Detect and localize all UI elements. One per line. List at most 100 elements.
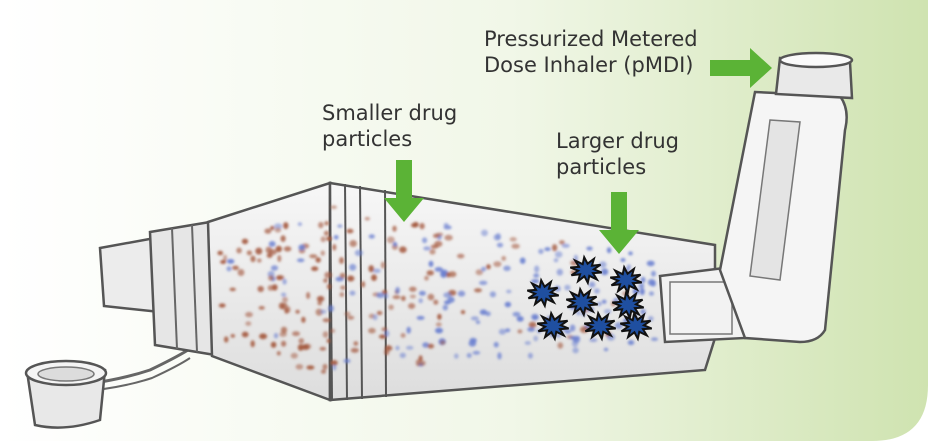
drug-particle bbox=[329, 328, 336, 333]
arrow-to-larger bbox=[599, 192, 639, 254]
drug-particle bbox=[418, 290, 426, 296]
drug-particle bbox=[606, 247, 612, 254]
drug-particle bbox=[493, 261, 502, 267]
drug-particle bbox=[311, 266, 319, 272]
drug-particle bbox=[627, 340, 635, 346]
drug-particle bbox=[298, 338, 305, 344]
smaller-label-line1: Smaller drug bbox=[322, 101, 458, 125]
drug-particle bbox=[544, 247, 551, 252]
drug-particle bbox=[418, 355, 423, 362]
drug-particle bbox=[460, 310, 466, 315]
drug-particle bbox=[444, 300, 451, 305]
drug-particle bbox=[278, 302, 285, 310]
drug-particle bbox=[245, 321, 252, 326]
drug-particle bbox=[339, 292, 345, 298]
drug-particle bbox=[426, 270, 434, 276]
drug-particle bbox=[534, 265, 540, 273]
drug-particle bbox=[434, 267, 443, 272]
drug-particle bbox=[628, 251, 633, 256]
drug-particle bbox=[332, 364, 337, 371]
drug-particle bbox=[320, 309, 327, 314]
drug-particle bbox=[437, 313, 442, 320]
drug-particle bbox=[322, 318, 331, 323]
drug-particle bbox=[531, 313, 539, 321]
drug-particle bbox=[594, 288, 600, 294]
drug-particle bbox=[373, 268, 381, 273]
drug-particle bbox=[497, 352, 502, 360]
drug-particle bbox=[309, 254, 318, 259]
drug-particle bbox=[517, 329, 523, 334]
drug-particle bbox=[411, 223, 419, 228]
drug-particle bbox=[435, 322, 442, 327]
drug-particle bbox=[376, 310, 383, 316]
drug-particle bbox=[326, 338, 331, 343]
drug-particle bbox=[650, 280, 656, 287]
drug-particle bbox=[333, 235, 339, 240]
drug-particle bbox=[639, 288, 645, 296]
drug-particle bbox=[344, 311, 351, 317]
drug-particle bbox=[349, 290, 356, 296]
drug-particle bbox=[588, 281, 596, 288]
drug-particle bbox=[597, 301, 602, 306]
drug-particle bbox=[443, 222, 449, 227]
drug-particle bbox=[246, 250, 253, 256]
drug-particle bbox=[454, 353, 459, 359]
drug-particle bbox=[232, 265, 239, 270]
drug-particle bbox=[217, 250, 223, 256]
green-arrow-icon bbox=[599, 192, 639, 254]
drug-particle bbox=[561, 243, 570, 248]
drug-particle bbox=[328, 305, 334, 312]
drug-particle bbox=[556, 268, 563, 276]
drug-particle bbox=[406, 326, 411, 334]
drug-particle bbox=[422, 237, 428, 244]
drug-particle bbox=[646, 260, 655, 267]
drug-particle bbox=[268, 241, 276, 247]
drug-particle bbox=[250, 255, 256, 263]
drug-particle bbox=[626, 264, 631, 270]
drug-particle bbox=[227, 259, 235, 264]
drug-particle bbox=[337, 224, 343, 228]
drug-particle bbox=[640, 276, 646, 283]
drug-particle bbox=[528, 321, 537, 328]
green-arrow-icon bbox=[384, 160, 424, 222]
drug-particle bbox=[330, 360, 338, 366]
green-arrow-icon bbox=[710, 48, 772, 88]
drug-particle bbox=[383, 293, 389, 299]
drug-particle bbox=[493, 341, 499, 348]
drug-particle bbox=[368, 234, 375, 239]
drug-particle bbox=[270, 341, 277, 348]
drug-particle bbox=[297, 344, 303, 351]
smaller-particles-label: Smaller drug particles bbox=[322, 100, 457, 152]
drug-particle bbox=[364, 216, 370, 221]
drug-particle bbox=[496, 242, 504, 248]
drug-particle bbox=[433, 299, 439, 305]
drug-particle bbox=[393, 242, 398, 247]
pmdi-label-line1: Pressurized Metered bbox=[484, 27, 698, 51]
drug-particle bbox=[270, 225, 275, 231]
drug-particle bbox=[601, 299, 607, 304]
drug-particle bbox=[422, 342, 430, 348]
drug-particle bbox=[349, 240, 357, 247]
drug-particle bbox=[572, 347, 579, 354]
drug-particle bbox=[475, 320, 481, 325]
drug-particle bbox=[416, 315, 425, 320]
drug-particle bbox=[428, 260, 434, 267]
drug-particle bbox=[388, 304, 394, 310]
drug-particle bbox=[519, 257, 526, 264]
drug-particle bbox=[322, 363, 328, 370]
drug-particle bbox=[444, 234, 453, 241]
drug-particle bbox=[320, 236, 326, 243]
drug-particle bbox=[343, 358, 351, 364]
drug-particle bbox=[326, 236, 332, 242]
drug-particle bbox=[429, 249, 436, 255]
drug-particle bbox=[372, 314, 378, 321]
drug-particle bbox=[347, 315, 355, 320]
drug-particle bbox=[443, 292, 452, 298]
drug-particle bbox=[339, 257, 344, 264]
drug-particle bbox=[385, 345, 391, 350]
drug-particle bbox=[347, 275, 355, 282]
drug-particle bbox=[423, 246, 431, 251]
drug-particle bbox=[354, 249, 364, 257]
drug-particle bbox=[323, 278, 328, 283]
drug-particle bbox=[569, 324, 576, 332]
